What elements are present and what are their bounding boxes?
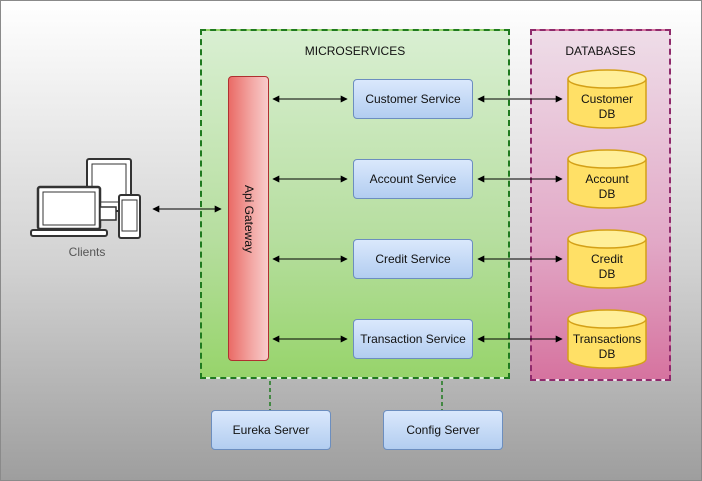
credit-db[interactable]: Credit DB [567, 229, 647, 289]
database-icon [567, 149, 647, 209]
db-label-line2: DB [598, 347, 616, 361]
clients-label: Clients [68, 245, 106, 259]
customer-db[interactable]: Customer DB [567, 69, 647, 129]
db-label-line2: DB [598, 267, 616, 281]
db-label-line1: Credit [590, 252, 623, 266]
db-label-line2: DB [598, 107, 616, 121]
api-gateway-label: Api Gateway [241, 184, 256, 253]
database-icon [567, 229, 647, 289]
account-service[interactable]: Account Service [353, 159, 473, 199]
database-icon [567, 69, 647, 129]
db-label-line1: Customer [580, 92, 633, 106]
transaction-service[interactable]: Transaction Service [353, 319, 473, 359]
credit-service[interactable]: Credit Service [353, 239, 473, 279]
db-label-line1: Transactions [572, 332, 642, 346]
api-gateway[interactable]: Api Gateway [228, 76, 269, 361]
eureka-server[interactable]: Eureka Server [211, 410, 331, 450]
db-label-line2: DB [598, 187, 616, 201]
transactions-db[interactable]: Transactions DB [567, 309, 647, 369]
database-icon [567, 309, 647, 369]
customer-service[interactable]: Customer Service [353, 79, 473, 119]
config-server[interactable]: Config Server [383, 410, 503, 450]
account-db[interactable]: Account DB [567, 149, 647, 209]
microservices-title: MICROSERVICES [304, 44, 406, 58]
db-label-line1: Account [585, 172, 629, 186]
databases-title: DATABASES [565, 44, 636, 58]
